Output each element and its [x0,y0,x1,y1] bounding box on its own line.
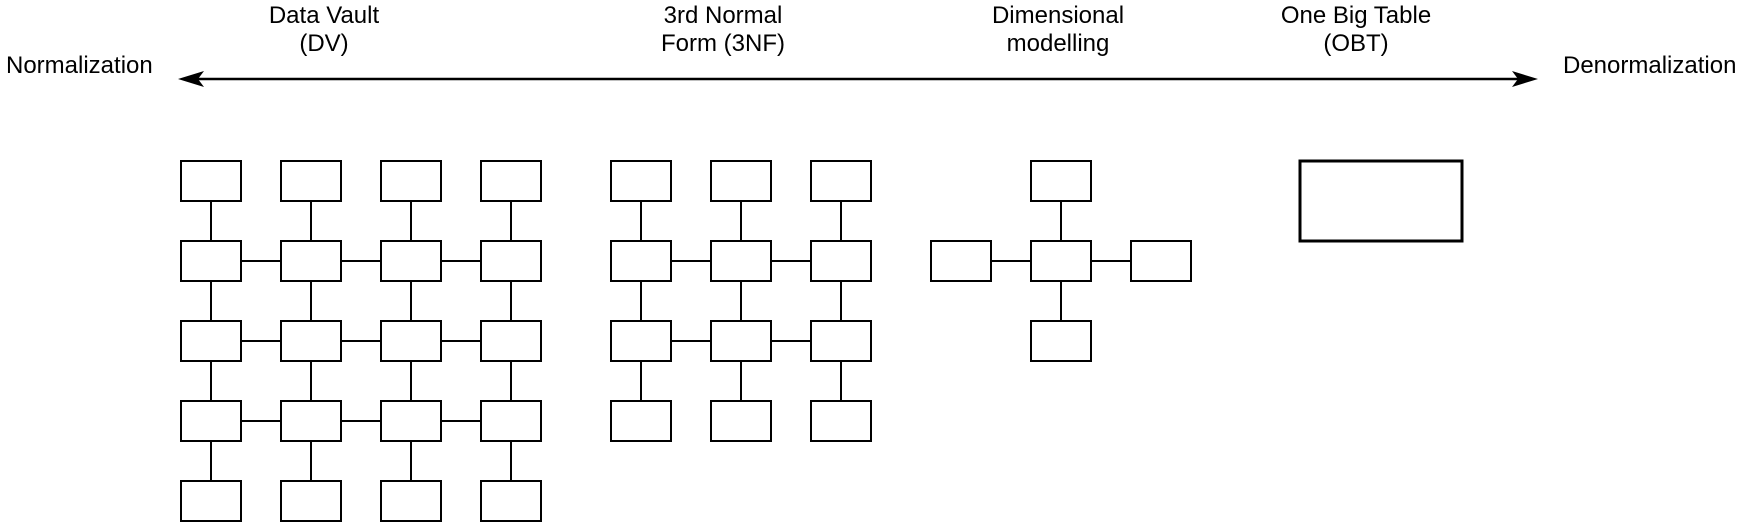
group-label-line: (DV) [299,30,349,57]
third-normal-form-diagram [610,160,872,442]
table-box [810,240,872,282]
table-box [1130,240,1192,282]
table-box [280,400,342,442]
table-box [180,160,242,202]
table-box [810,160,872,202]
table-box [380,480,442,522]
group-label-line: modelling [1006,30,1110,57]
table-box [180,320,242,362]
table-box [1030,320,1092,362]
table-box [710,320,772,362]
table-box [1298,159,1464,243]
table-box [280,240,342,282]
table-box [480,320,542,362]
table-box [1030,160,1092,202]
group-label-line: (OBT) [1323,30,1389,57]
table-box [180,480,242,522]
dimensional-modelling-diagram [930,160,1192,362]
table-box [480,400,542,442]
table-box [710,160,772,202]
group-label-line: Form (3NF) [661,30,785,57]
data-vault-diagram [180,160,542,522]
table-box [810,400,872,442]
table-box [1030,240,1092,282]
table-box [280,320,342,362]
group-label-line: 3rd Normal [663,2,783,29]
arrowhead-right-icon [1512,71,1538,87]
table-box [380,160,442,202]
axis-label-normalization: Normalization [6,52,153,79]
group-label-line: Dimensional [991,2,1125,29]
table-box [380,240,442,282]
table-box [480,240,542,282]
table-box [380,320,442,362]
table-box [930,240,992,282]
group-label-one-big-table: One Big Table (OBT) [1281,2,1431,58]
table-box [280,160,342,202]
table-box [710,240,772,282]
spectrum-arrow [178,71,1538,87]
table-box [280,480,342,522]
table-box [710,400,772,442]
arrowhead-left-icon [178,71,204,87]
group-label-line: Data Vault [268,2,380,29]
table-box [180,240,242,282]
table-box [480,480,542,522]
group-label-data-vault: Data Vault (DV) [269,2,379,58]
table-box [380,400,442,442]
table-box [480,160,542,202]
group-label-dimensional-modelling: Dimensional modelling [992,2,1124,58]
table-box [610,240,672,282]
table-box [610,160,672,202]
table-box [180,400,242,442]
table-box [610,320,672,362]
table-box [810,320,872,362]
axis-label-denormalization: Denormalization [1563,52,1737,79]
one-big-table-diagram [1298,159,1464,243]
group-label-line: One Big Table [1280,2,1432,29]
table-box [610,400,672,442]
group-label-third-normal-form: 3rd Normal Form (3NF) [661,2,785,58]
